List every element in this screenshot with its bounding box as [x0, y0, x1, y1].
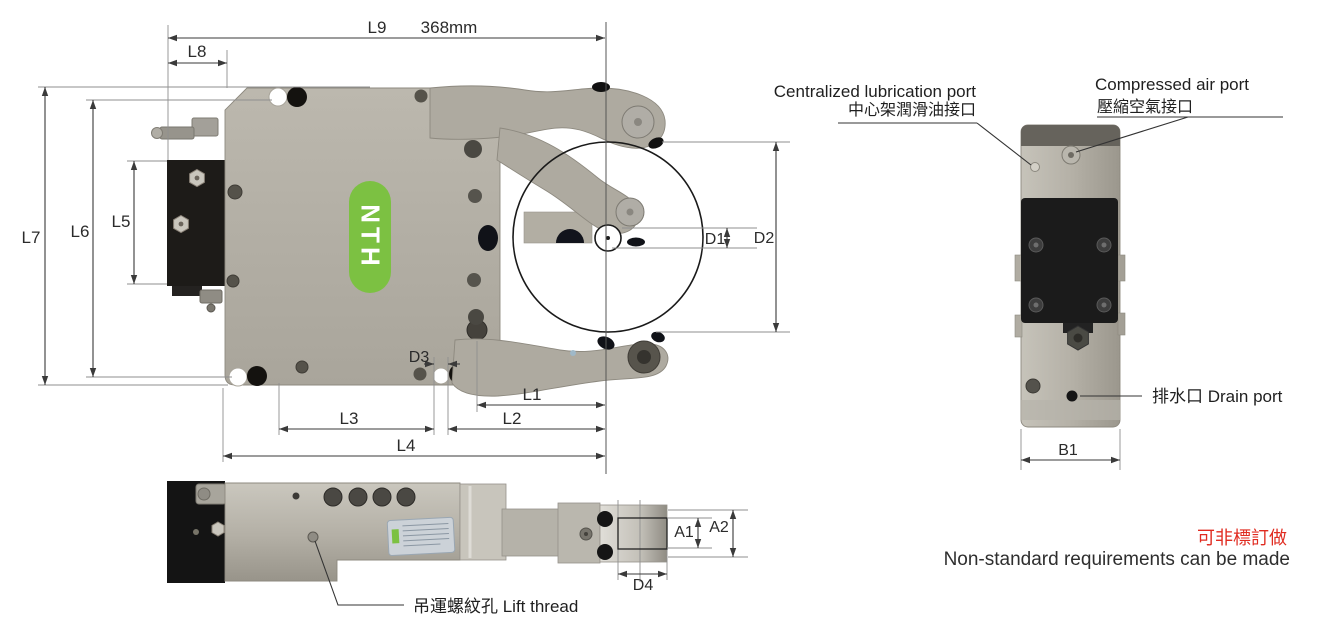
- dim-l3-label: L3: [340, 409, 359, 428]
- right-bottom-screw: [1025, 378, 1041, 394]
- bottom-side-view: A1 A2 D4 吊運螺紋孔 Lift thread: [167, 481, 748, 616]
- body-screws: [226, 184, 488, 374]
- compressed-air-label-zh: 壓縮空氣接口: [1097, 98, 1193, 116]
- gripper-arm-bottom: [451, 338, 669, 397]
- dim-b1-label: B1: [1058, 442, 1078, 459]
- side-clevis: [557, 502, 601, 564]
- drain-port: [1066, 390, 1078, 402]
- dim-l2-label: L2: [503, 409, 522, 428]
- dimensions-main-view: L9 368mm L8 L7 L6 L5 L1 L2 L3 L4 D3 D1 D…: [22, 18, 790, 462]
- clevis-screws: [579, 511, 613, 560]
- dim-l5-label: L5: [112, 212, 131, 231]
- side-cylinder: [459, 483, 507, 561]
- right-bottom-strip: [1021, 400, 1120, 420]
- side-body: [224, 482, 461, 582]
- workpiece-circle: [512, 141, 704, 333]
- lower-fitting: [172, 286, 223, 313]
- compressed-air-label-en: Compressed air port: [1095, 75, 1249, 94]
- nth-logo-text: NTH: [355, 204, 385, 269]
- air-port-leader: [1075, 116, 1189, 153]
- custom-note-zh: 可非標訂做: [1197, 528, 1287, 548]
- right-side-tabs: [1014, 254, 1126, 338]
- center-pin: [594, 224, 622, 252]
- dim-d3-label: D3: [409, 349, 430, 366]
- compressed-air-port: [1061, 145, 1081, 165]
- side-top-knobs: [292, 487, 416, 507]
- lubrication-port-label-zh: 中心架潤滑油接口: [848, 101, 976, 119]
- side-block-details: [193, 483, 227, 537]
- drain-port-label: 排水口 Drain port: [1152, 387, 1283, 406]
- dim-l4-label: L4: [397, 436, 416, 455]
- custom-order-note: 可非標訂做 Non-standard requirements can be m…: [944, 528, 1290, 570]
- right-black-block: [1021, 198, 1118, 323]
- air-fitting-top-left: [151, 117, 219, 140]
- lubrication-leader: [976, 122, 1032, 166]
- arm-rollers: [615, 105, 661, 374]
- gripper-arm-middle: [496, 127, 639, 235]
- lubrication-port: [1030, 162, 1040, 172]
- right-top-band: [1021, 125, 1120, 146]
- dim-l1-label: L1: [523, 385, 542, 404]
- body-edge-pins: [464, 140, 498, 325]
- dim-l9-label: L9: [368, 18, 387, 37]
- dim-l9-value: 368mm: [421, 18, 478, 37]
- lubrication-port-label-en: Centralized lubrication port: [774, 82, 976, 101]
- spec-label-sticker: [386, 516, 456, 556]
- dim-l6-label: L6: [71, 222, 90, 241]
- main-top-view: NTH: [151, 22, 704, 474]
- center-jaw: [523, 211, 593, 244]
- dim-d2-label: D2: [754, 230, 775, 247]
- dim-d4-label: D4: [633, 577, 654, 594]
- lift-thread-leader: [314, 540, 404, 606]
- right-hex-bolt: [1063, 323, 1093, 351]
- dim-l7-label: L7: [22, 228, 41, 247]
- lift-thread-hole: [307, 531, 319, 543]
- dim-l8-label: L8: [188, 42, 207, 61]
- clamp-block-hex-nuts: [173, 168, 205, 234]
- dim-a1-label: A1: [674, 524, 694, 541]
- arm-contact-pads: [570, 82, 665, 356]
- dim-a2-label: A2: [709, 519, 729, 536]
- roller-outline-rect: [617, 517, 668, 550]
- right-side-view: B1 Centralized lubrication port 中心架潤滑油接口…: [774, 75, 1283, 470]
- nth-logo: NTH: [349, 181, 391, 293]
- dim-d1-label: D1: [705, 231, 726, 248]
- right-block-screws: [1028, 237, 1112, 313]
- lift-thread-label: 吊運螺紋孔 Lift thread: [413, 597, 578, 616]
- custom-note-en: Non-standard requirements can be made: [944, 549, 1290, 570]
